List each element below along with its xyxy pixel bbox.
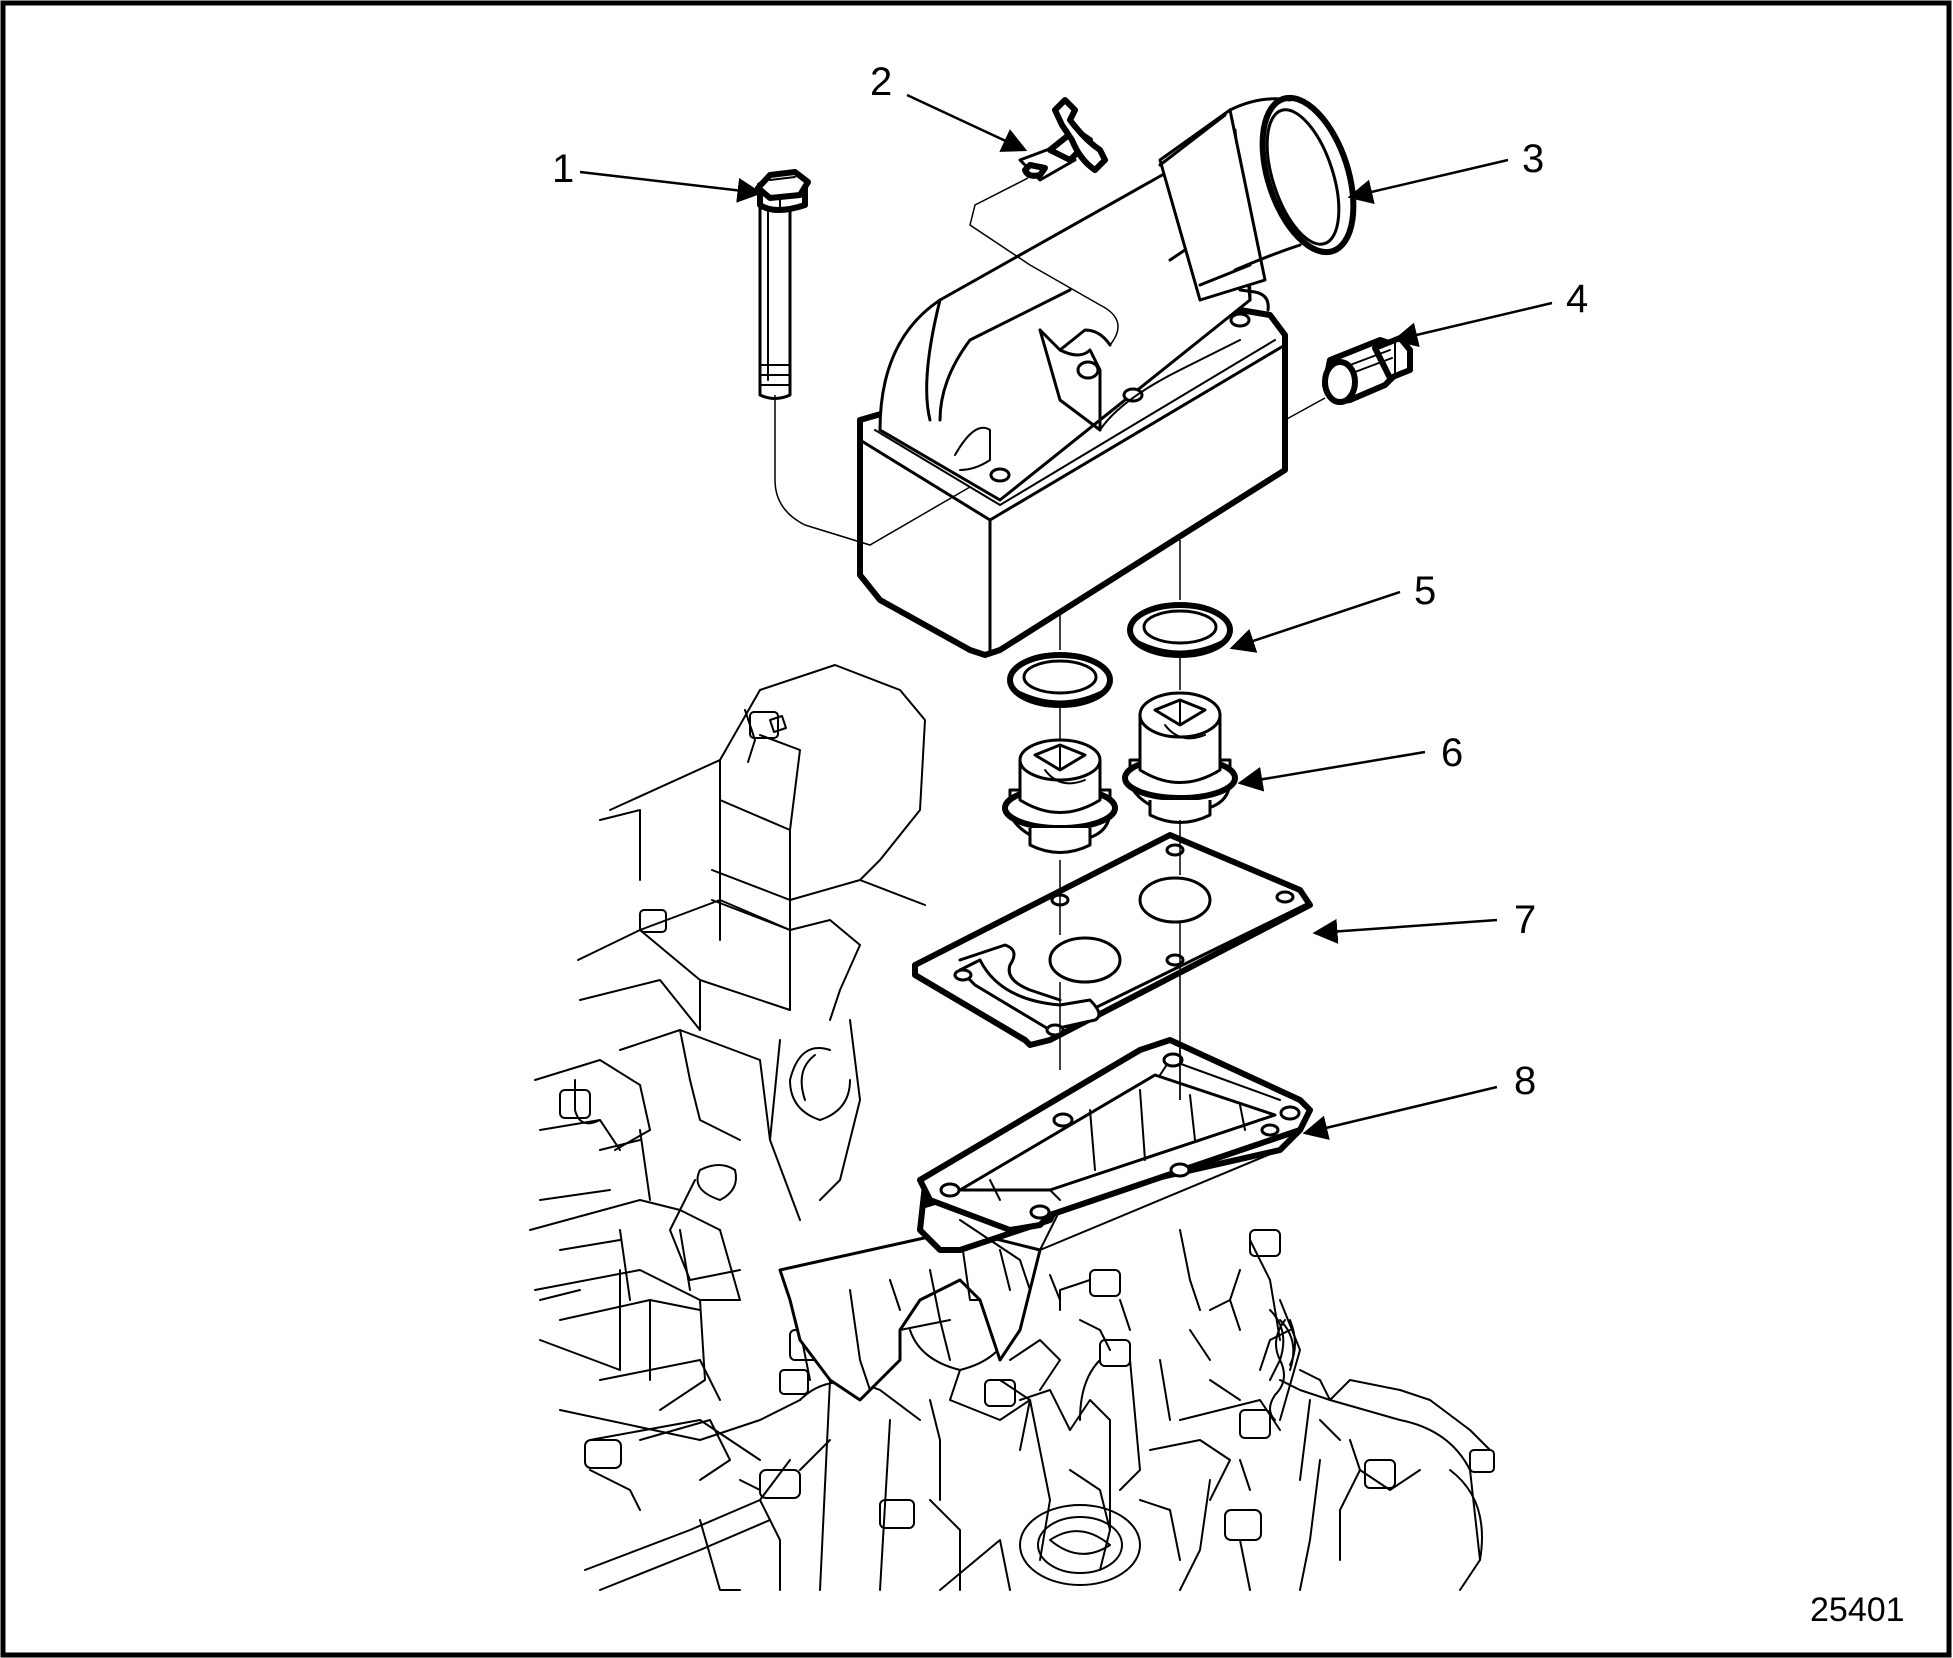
drain-cock-centerline [969,177,1119,346]
callout-3: 3 [1522,137,1544,181]
leader-8 [1302,1085,1498,1140]
callout-8: 8 [1514,1059,1536,1103]
callout-5: 5 [1414,569,1436,613]
drain-cock [1018,97,1108,182]
callout-2: 2 [870,60,892,104]
thermostat-left [1002,738,1118,854]
engine-block [529,664,1495,1591]
gasket [912,832,1313,1048]
assembly-centerlines [1059,540,1181,1100]
leader-1 [579,170,763,203]
pipe-plug [1322,335,1413,405]
thermostat-right [1122,691,1238,824]
seal-right [1127,602,1233,658]
leader-2 [906,93,1028,152]
leader-4 [1392,301,1553,348]
leader-lines [579,93,1553,1140]
leader-5 [1229,590,1401,653]
callout-7: 7 [1514,898,1536,942]
leader-6 [1237,750,1426,792]
callout-4: 4 [1566,277,1588,321]
callout-1: 1 [552,147,574,191]
leader-7 [1312,918,1498,944]
bolt [755,169,811,400]
bolt-centerline [774,395,971,546]
seal-left [1007,652,1113,708]
callout-6: 6 [1441,731,1463,775]
pipe-plug-centerline [1284,397,1326,421]
thermostat-housing [778,1037,1313,1402]
callout-labels: 1 2 3 4 5 6 7 8 [552,60,1588,1103]
thermostat-cover [857,94,1357,658]
leader-3 [1347,158,1509,205]
figure-number: 25401 [1810,1591,1905,1629]
